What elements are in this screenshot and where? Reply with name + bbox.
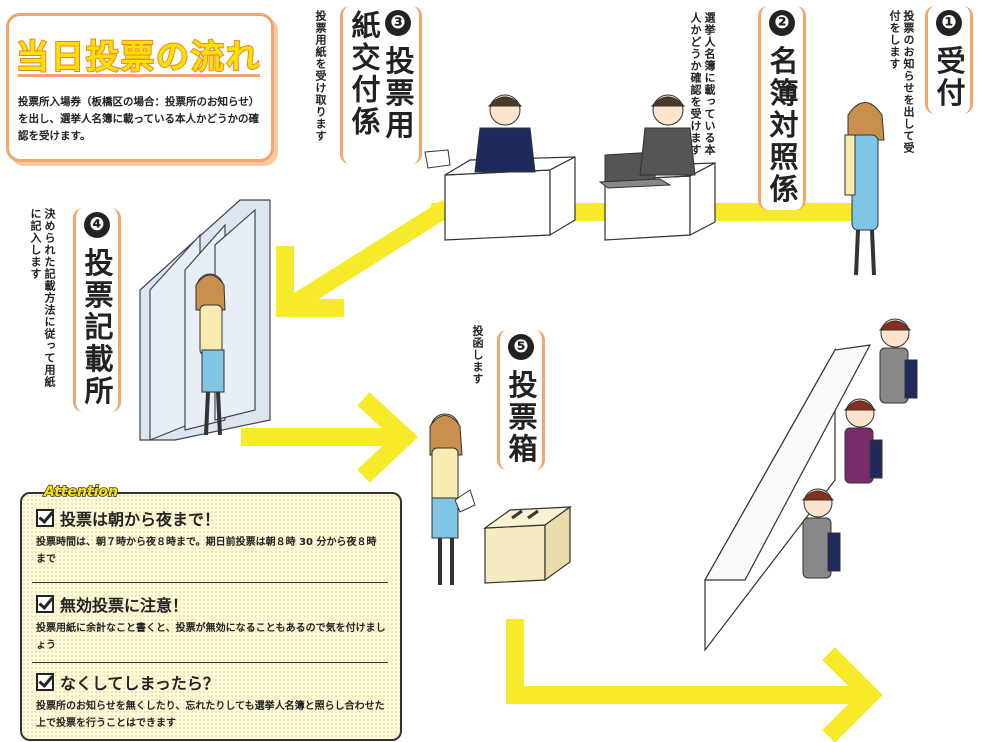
step2-heading: 名簿対照係 xyxy=(765,45,799,206)
attention-label: Attention xyxy=(43,483,119,501)
step1-heading: 受付 xyxy=(932,45,966,110)
people xyxy=(195,94,912,585)
divider xyxy=(32,662,388,663)
step3-description: 投票用紙を受け取ります xyxy=(314,10,327,142)
title-underline xyxy=(18,74,260,77)
step5-number: ❺ xyxy=(508,334,534,360)
step1-description: 投票のお知らせを出して受付をします xyxy=(888,10,915,154)
divider xyxy=(32,582,388,583)
checkbox-icon xyxy=(36,673,54,691)
chairs xyxy=(827,359,918,572)
step4-heading: 投票記載所 xyxy=(80,247,114,408)
step5-description: 投函します xyxy=(471,325,484,385)
checkbox-icon xyxy=(36,509,54,527)
step3-number: ❸ xyxy=(385,10,411,36)
attention-heading: なくしてしまったら？ xyxy=(60,674,219,693)
step4-description: 決められた記載方法に従って用紙に記入します xyxy=(29,208,56,388)
attention-item: 無効投票に注意！ 投票用紙に余計なこと書くと、投票が無効になることもあるので気を… xyxy=(36,592,386,654)
step2-number: ❷ xyxy=(769,10,795,36)
checkbox-icon xyxy=(36,595,54,613)
step2-badge: ❷ 名簿対照係 xyxy=(758,6,806,210)
step2-description: 選挙人名簿に載っている本人かどうか確認を受けます xyxy=(689,12,716,156)
attention-item: 投票は朝から夜まで！ 投票時間は、朝７時から夜８時まで。期日前投票は朝８時 30… xyxy=(36,506,386,568)
attention-box: 投票は朝から夜まで！ 投票時間は、朝７時から夜８時まで。期日前投票は朝８時 30… xyxy=(20,492,402,741)
attention-item: なくしてしまったら？ 投票所のお知らせを無くしたり、忘れたりしても選挙人名簿と照… xyxy=(36,670,386,732)
attention-heading: 投票は朝から夜まで！ xyxy=(60,510,221,529)
step5-badge: ❺ 投票箱 xyxy=(497,330,545,470)
step1-number: ❶ xyxy=(936,10,962,36)
title-description: 投票所入場券（板橋区の場合：投票所のお知らせ）を出し、選挙人名簿に載っている本人… xyxy=(18,96,260,142)
observers-table xyxy=(703,344,872,652)
step5-heading: 投票箱 xyxy=(504,369,538,466)
title-box xyxy=(6,13,274,162)
step4-badge: ❹ 投票記載所 xyxy=(73,208,121,412)
attention-body: 投票所のお知らせを無くしたり、忘れたりしても選挙人名簿と照らし合わせた上で投票を… xyxy=(36,701,385,729)
step4-number: ❹ xyxy=(84,212,110,238)
step3-badge: ❸ 投票用紙交付係 xyxy=(340,6,422,164)
step3-heading: 投票用紙交付係 xyxy=(347,10,415,142)
step1-badge: ❶ 受付 xyxy=(925,6,973,114)
ballot-box xyxy=(482,505,573,584)
attention-body: 投票用紙に余計なこと書くと、投票が無効になることもあるので気を付けましょう xyxy=(36,623,386,651)
page-title: 当日投票の流れ xyxy=(15,36,261,77)
attention-heading: 無効投票に注意！ xyxy=(60,596,189,615)
attention-body: 投票時間は、朝７時から夜８時まで。期日前投票は朝８時 30 分から夜８時まで xyxy=(36,537,377,565)
